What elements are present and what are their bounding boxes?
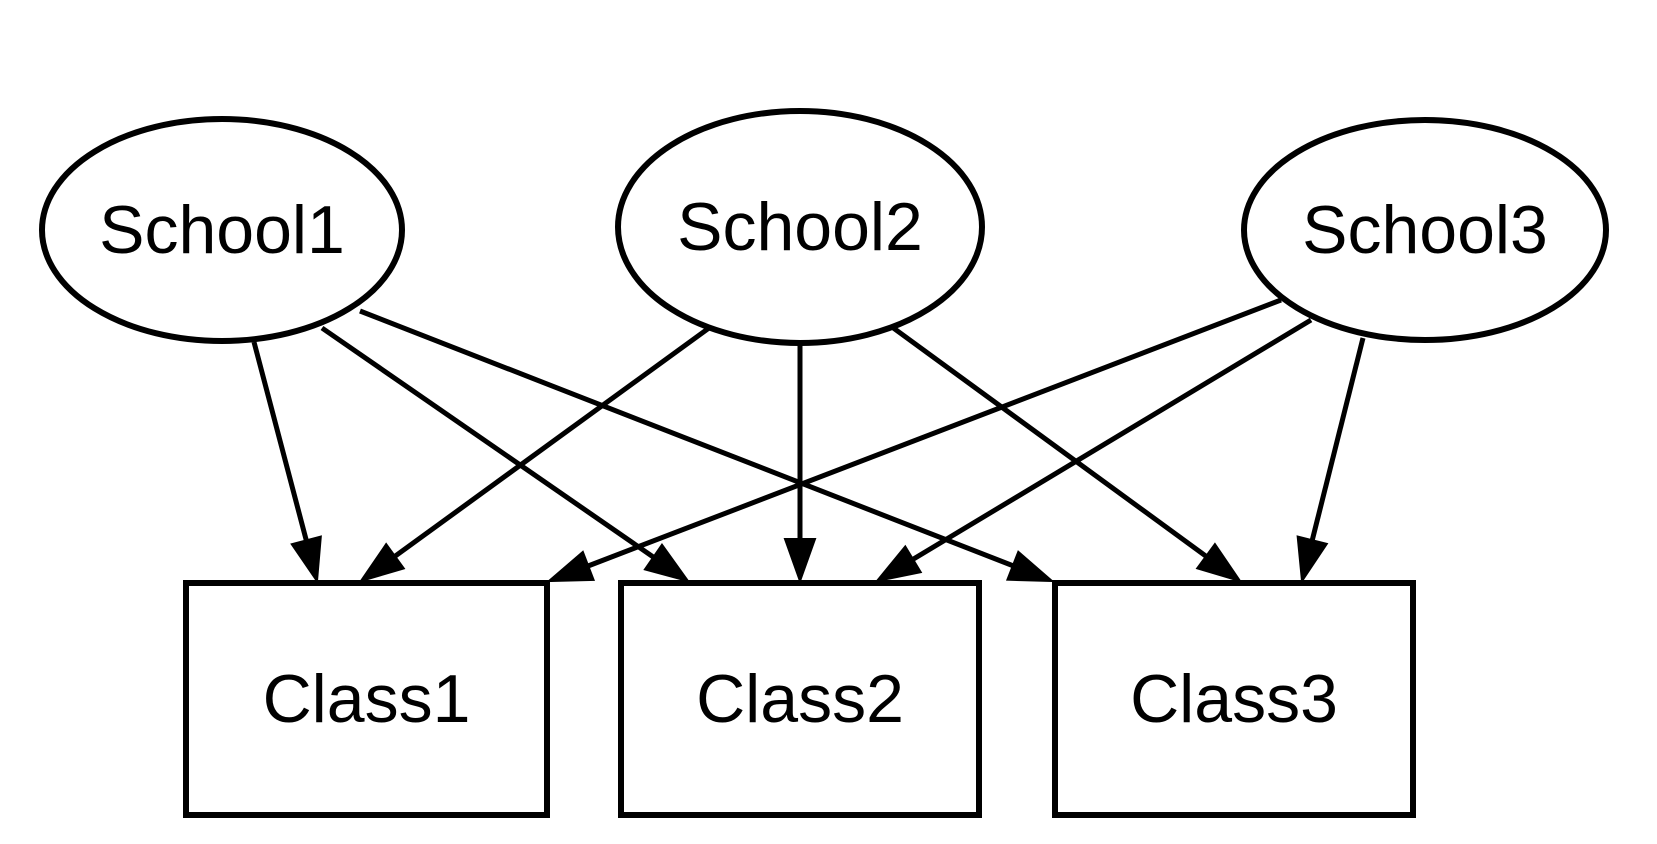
arrowhead-icon xyxy=(874,544,923,583)
edge-line xyxy=(320,325,659,562)
edge-line xyxy=(1308,337,1366,545)
edge-school3-to-class1 xyxy=(546,297,1282,583)
arrowhead-icon xyxy=(1195,542,1243,583)
node-label: School1 xyxy=(99,192,345,268)
arrowhead-icon xyxy=(358,542,406,583)
edge-line xyxy=(583,297,1282,570)
edge-school3-to-class3 xyxy=(1296,337,1366,584)
edge-line xyxy=(908,317,1313,564)
arrowhead-icon xyxy=(783,538,817,584)
arrowhead-icon xyxy=(1005,550,1055,583)
node-ellipse xyxy=(615,108,985,346)
node-ellipse xyxy=(1241,117,1609,343)
node-school2: School2 xyxy=(615,108,985,346)
node-label: School3 xyxy=(1302,192,1548,268)
node-box xyxy=(183,580,550,818)
node-class1: Class1 xyxy=(183,580,550,818)
edge-school3-to-class2 xyxy=(874,317,1313,583)
node-label: Class1 xyxy=(263,661,471,737)
node-box xyxy=(1052,580,1416,818)
edge-line xyxy=(390,325,711,561)
node-label: Class2 xyxy=(696,661,904,737)
edge-school1-to-class1 xyxy=(251,341,322,584)
node-class2: Class2 xyxy=(618,580,982,818)
edge-line xyxy=(359,308,1018,570)
arrowhead-icon xyxy=(643,543,691,583)
edge-school2-to-class3 xyxy=(890,324,1243,583)
node-school3: School3 xyxy=(1241,117,1609,343)
arrowhead-icon xyxy=(1296,535,1329,584)
edges-layer xyxy=(251,297,1366,584)
arrowhead-icon xyxy=(290,535,322,584)
edge-line xyxy=(890,324,1211,561)
arrowhead-icon xyxy=(546,550,596,583)
edge-school1-to-class3 xyxy=(359,308,1055,583)
node-label: School2 xyxy=(677,189,923,265)
edge-school2-to-class2 xyxy=(783,343,817,584)
edge-school1-to-class2 xyxy=(320,325,691,583)
edge-school2-to-class1 xyxy=(358,325,711,583)
node-class3: Class3 xyxy=(1052,580,1416,818)
node-ellipse xyxy=(39,116,405,344)
node-box xyxy=(618,580,982,818)
node-label: Class3 xyxy=(1130,661,1338,737)
edge-line xyxy=(251,341,310,545)
node-school1: School1 xyxy=(39,116,405,344)
